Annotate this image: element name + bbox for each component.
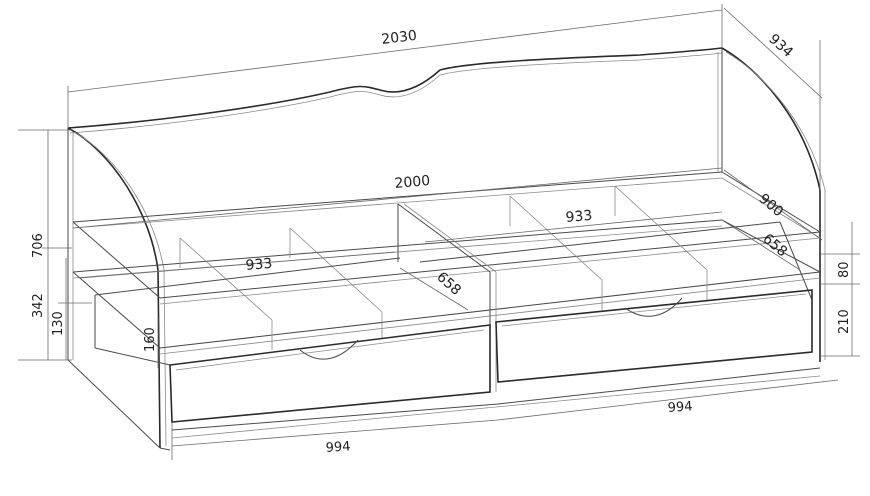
label-height-side: 342 bbox=[31, 293, 46, 318]
label-overall-length: 2030 bbox=[381, 28, 418, 48]
back-panel bbox=[67, 47, 723, 360]
label-drawer-front-width-left: 994 bbox=[325, 439, 351, 456]
label-inner-length: 2000 bbox=[394, 173, 431, 192]
label-headboard-top: 80 bbox=[837, 261, 852, 278]
label-drawer-height-right: 210 bbox=[837, 309, 852, 334]
dimension-labels: 2030 934 2000 900 933 933 658 658 706 34… bbox=[31, 28, 852, 456]
label-drawer-length-left: 933 bbox=[245, 256, 273, 274]
label-drawer-length-right: 933 bbox=[565, 208, 593, 226]
label-drawer-depth-left: 658 bbox=[433, 269, 464, 299]
drawers bbox=[67, 221, 821, 449]
label-height-total: 706 bbox=[31, 233, 46, 258]
label-height-base: 130 bbox=[51, 311, 66, 336]
label-drawer-front-height: 160 bbox=[143, 327, 158, 352]
label-drawer-front-width-right: 994 bbox=[667, 399, 693, 416]
dimension-lines bbox=[18, 4, 860, 460]
left-side-panel bbox=[67, 127, 171, 451]
right-side-panel bbox=[721, 47, 826, 362]
label-overall-depth: 934 bbox=[765, 31, 796, 61]
